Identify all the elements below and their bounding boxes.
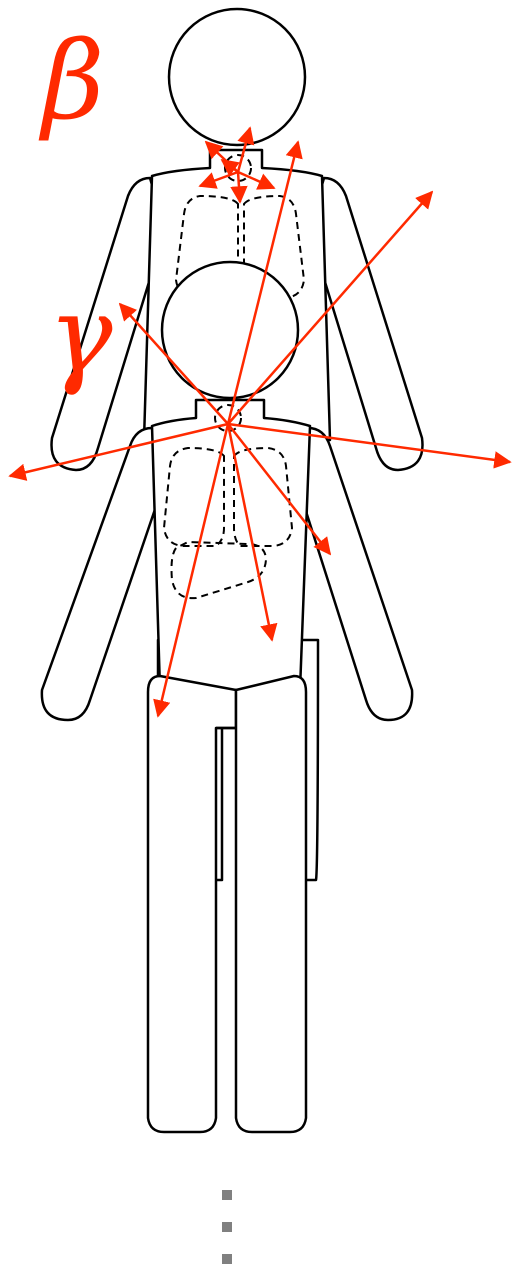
ellipsis-dot — [222, 1254, 232, 1264]
beta-label: β — [38, 19, 104, 144]
continuation-ellipsis — [222, 1190, 232, 1264]
ellipsis-dot — [222, 1222, 232, 1232]
front-person-left-arm — [42, 428, 165, 720]
front-person-right-leg — [236, 676, 306, 1132]
rear-person-head — [169, 9, 305, 145]
ellipsis-dot — [222, 1190, 232, 1200]
front-person-head — [162, 262, 298, 398]
gamma-label: γ — [48, 273, 113, 398]
